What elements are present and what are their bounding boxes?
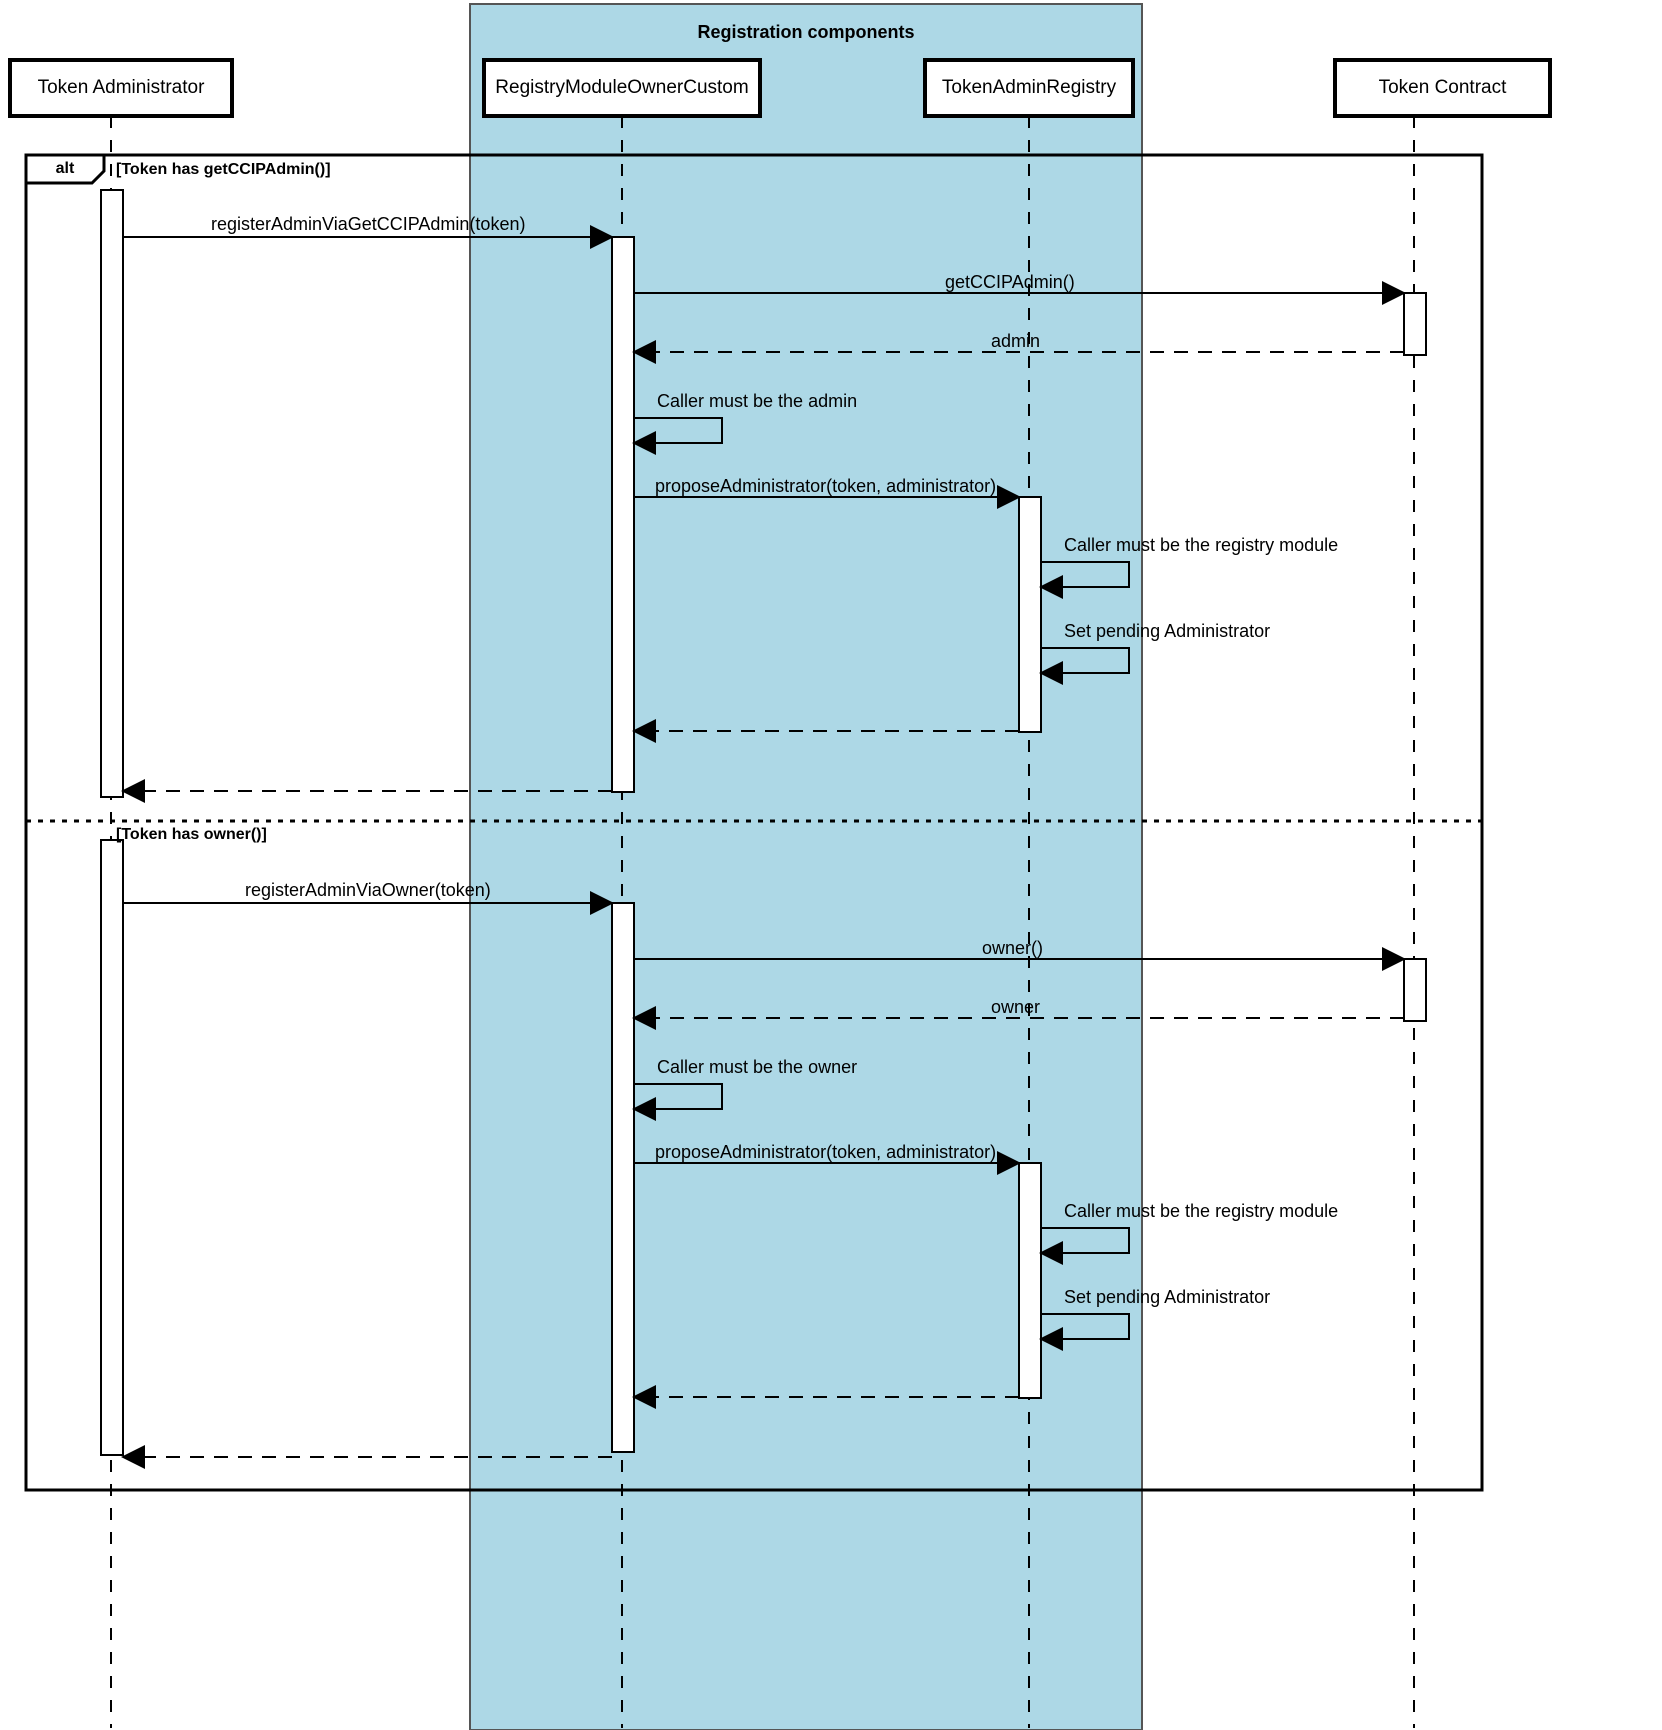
activation-bar-registry bbox=[611, 236, 635, 793]
self-message-label-s2: Caller must be the registry module bbox=[1064, 535, 1339, 555]
message-label-m2: getCCIPAdmin() bbox=[945, 272, 1075, 292]
activation-bar-admin bbox=[100, 839, 124, 1456]
self-message-s4 bbox=[632, 1083, 723, 1121]
alt-guard-label-0: [Token has getCCIPAdmin()] bbox=[116, 161, 331, 178]
message-label-m12: owner bbox=[991, 997, 1041, 1017]
message-label-m10: registerAdminViaOwner(token) bbox=[245, 880, 491, 900]
self-message-s2 bbox=[1039, 561, 1130, 599]
participant-box-admin[interactable] bbox=[8, 58, 234, 118]
self-message-s1 bbox=[632, 417, 723, 455]
participant-label-token: Token Contract bbox=[1378, 77, 1507, 98]
participant-label-admin: Token Administrator bbox=[37, 77, 205, 98]
message-label-m11: owner() bbox=[982, 938, 1044, 958]
participant-box-registry[interactable] bbox=[482, 58, 762, 118]
activation-bar-admin bbox=[100, 189, 124, 798]
participant-box-tar[interactable] bbox=[923, 58, 1135, 118]
group-title-label: Registration components bbox=[697, 22, 915, 42]
self-message-s5 bbox=[1039, 1227, 1130, 1265]
group-box bbox=[469, 3, 1143, 1730]
alt-guard-label-1: [Token has owner()] bbox=[116, 826, 267, 843]
activation-bar-tar bbox=[1018, 1162, 1042, 1399]
activation-bar-token bbox=[1403, 292, 1427, 356]
message-label-m3: admin bbox=[991, 331, 1041, 351]
self-message-s3 bbox=[1039, 647, 1130, 685]
message-label-m1: registerAdminViaGetCCIPAdmin(token) bbox=[211, 214, 526, 234]
self-message-s6 bbox=[1039, 1313, 1130, 1351]
participant-label-registry: RegistryModuleOwnerCustom bbox=[495, 77, 749, 98]
message-label-m14: proposeAdministrator(token, administrato… bbox=[655, 1142, 997, 1162]
message-label-m5: proposeAdministrator(token, administrato… bbox=[655, 476, 997, 496]
participant-box-token[interactable] bbox=[1333, 58, 1552, 118]
activation-bar-tar bbox=[1018, 496, 1042, 733]
self-message-label-s1: Caller must be the admin bbox=[657, 391, 858, 411]
alt-operator-label: alt bbox=[55, 160, 75, 177]
activation-bar-token bbox=[1403, 958, 1427, 1022]
activation-bar-registry bbox=[611, 902, 635, 1453]
self-message-label-s4: Caller must be the owner bbox=[657, 1057, 858, 1077]
self-message-label-s3: Set pending Administrator bbox=[1064, 621, 1271, 641]
self-message-label-s6: Set pending Administrator bbox=[1064, 1287, 1271, 1307]
alt-fragment-tab bbox=[24, 153, 106, 185]
participant-label-tar: TokenAdminRegistry bbox=[941, 77, 1117, 98]
self-message-label-s5: Caller must be the registry module bbox=[1064, 1201, 1339, 1221]
